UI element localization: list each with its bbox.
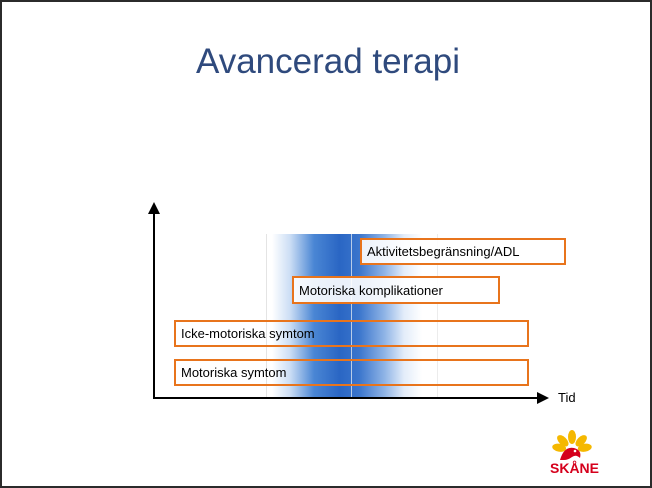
logo-text: SKÅNE xyxy=(550,460,600,476)
box-icke-motoriska-symtom: Icke-motoriska symtom xyxy=(174,320,529,347)
slide-title: Avancerad terapi xyxy=(196,42,460,81)
region-skane-logo: SKÅNE xyxy=(542,430,602,480)
x-axis-label: Tid xyxy=(558,390,576,405)
y-axis-arrow xyxy=(148,202,160,214)
y-axis xyxy=(153,212,155,398)
x-axis-arrow xyxy=(537,392,549,404)
box-motoriska-symtom: Motoriska symtom xyxy=(174,359,529,386)
x-axis xyxy=(153,397,539,399)
therapy-band-line xyxy=(351,234,352,399)
box-icke-motoriska-symtom-label: Icke-motoriska symtom xyxy=(181,326,315,341)
box-motoriska-komplikationer: Motoriska komplikationer xyxy=(292,276,500,304)
box-adl-label: Aktivitetsbegränsning/ADL xyxy=(367,244,520,259)
box-motoriska-symtom-label: Motoriska symtom xyxy=(181,365,287,380)
box-adl: Aktivitetsbegränsning/ADL xyxy=(360,238,566,265)
sun-griffin-icon xyxy=(552,430,592,460)
box-motoriska-komplikationer-label: Motoriska komplikationer xyxy=(299,282,443,298)
